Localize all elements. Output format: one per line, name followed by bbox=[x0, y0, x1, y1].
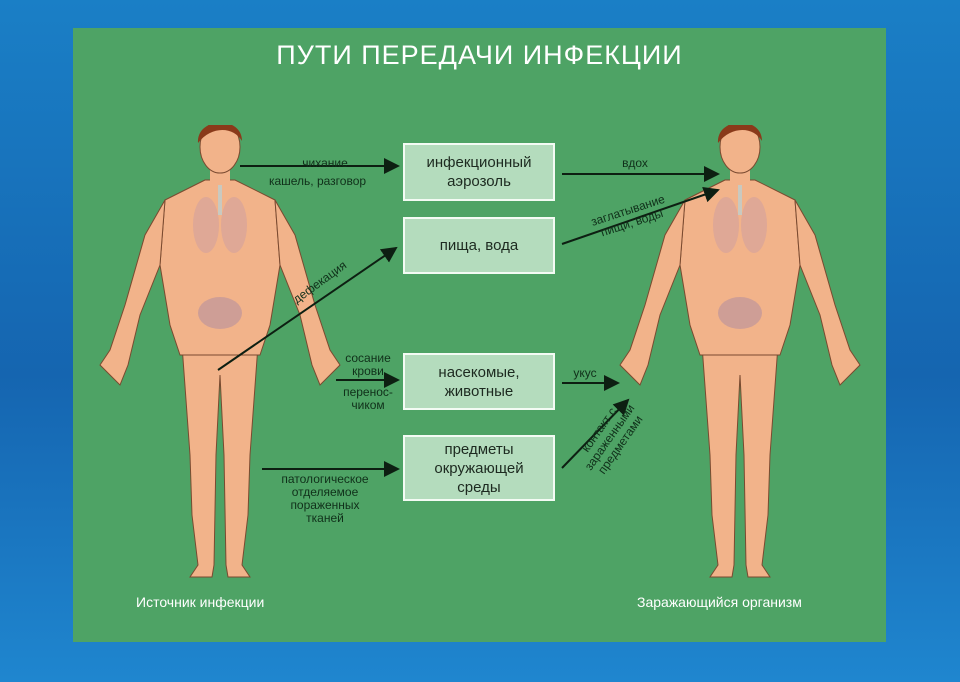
page-title: ПУТИ ПЕРЕДАЧИ ИНФЕКЦИИ bbox=[276, 40, 683, 70]
caption-source: Источник инфекции bbox=[136, 594, 265, 610]
label-pathological: патологическое отделяемое пораженных тка… bbox=[281, 472, 369, 525]
label-vector: перенос- чиком bbox=[343, 385, 393, 412]
box-insects-animals: насекомые, животные bbox=[403, 353, 555, 410]
arrow-defecation bbox=[217, 246, 398, 371]
label-inhale: вдох bbox=[622, 156, 648, 170]
box-aerosol: инфекционный аэрозоль bbox=[403, 143, 555, 201]
label-cough: кашель, разговор bbox=[268, 174, 367, 188]
box-environment: предметы окружающей среды bbox=[403, 435, 555, 501]
label-sneeze: чихание bbox=[302, 156, 348, 170]
arrow-swallow bbox=[561, 187, 720, 245]
arrow-contact bbox=[561, 398, 630, 469]
label-bite: укус bbox=[573, 366, 597, 380]
label-blood: сосание крови bbox=[345, 351, 391, 378]
caption-target: Заражающийся организм bbox=[637, 594, 802, 610]
box-food-water: пища, вода bbox=[403, 217, 555, 274]
